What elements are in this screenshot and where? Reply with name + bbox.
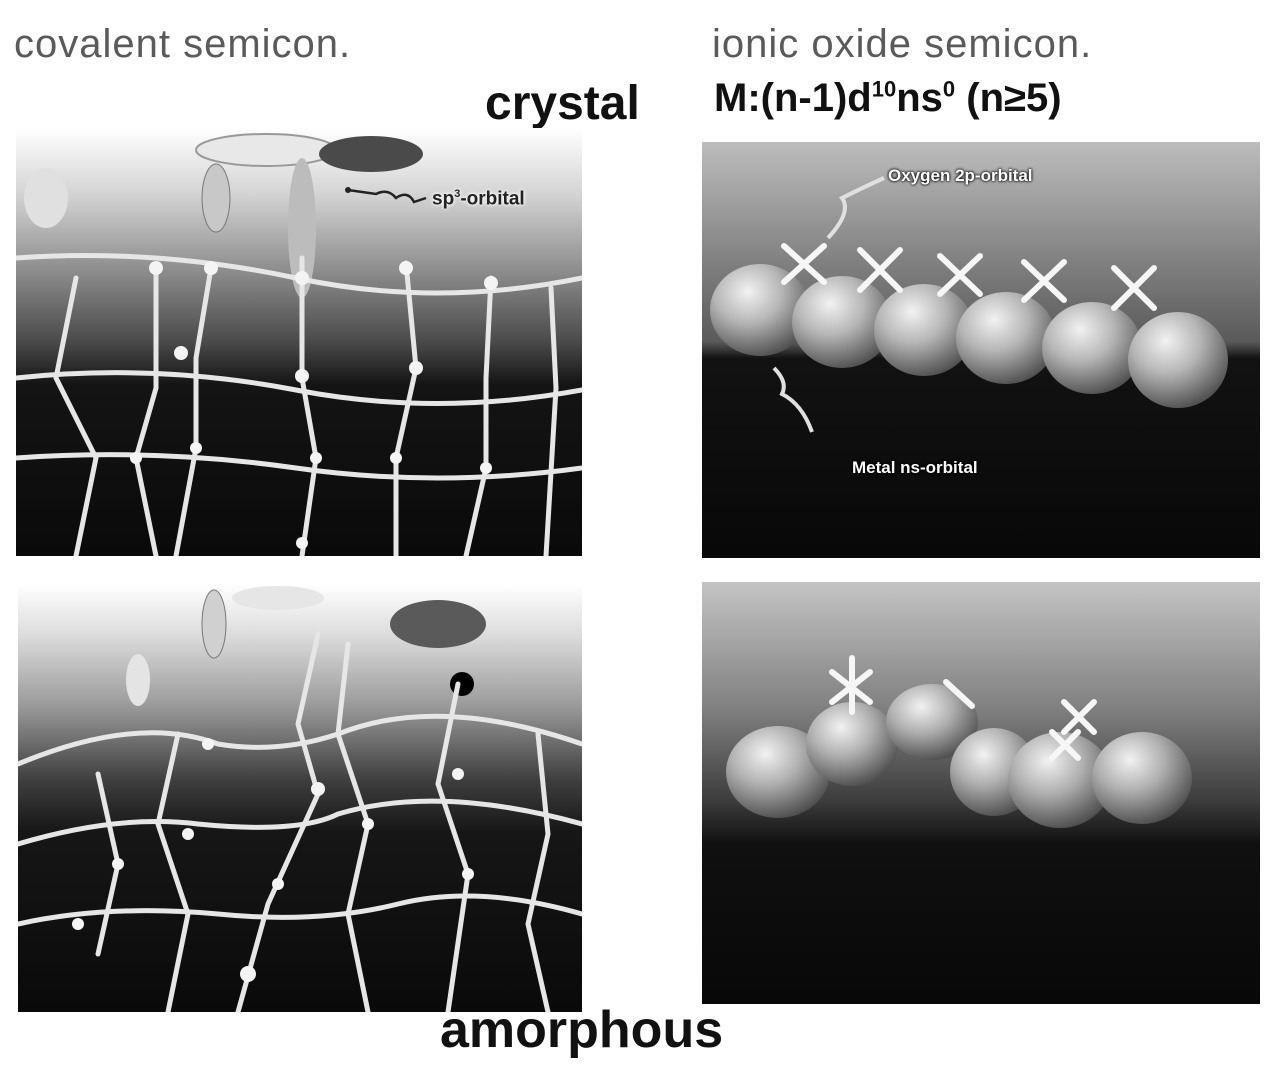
formula-sup-10: 10 bbox=[872, 77, 896, 102]
ionic-amorphous-panel bbox=[702, 582, 1260, 1004]
amorphous-title: amorphous bbox=[440, 1000, 723, 1060]
formula-mid: ns bbox=[896, 76, 943, 120]
covalent-amorphous-panel bbox=[18, 584, 582, 1012]
sp3-main: sp bbox=[432, 188, 454, 209]
sp3-suffix: -orbital bbox=[460, 188, 524, 209]
formula-sup-0: 0 bbox=[943, 77, 955, 102]
covalent-amorphous-image bbox=[18, 584, 582, 1012]
formula-prefix: M:(n-1)d bbox=[714, 76, 872, 120]
sp3-orbital-label: sp3-orbital bbox=[432, 188, 525, 210]
ionic-crystal-panel: Oxygen 2p-orbital Metal ns-orbital bbox=[702, 142, 1260, 558]
ionic-crystal-image bbox=[702, 142, 1260, 558]
covalent-crystal-panel: sp3-orbital bbox=[16, 128, 582, 556]
metal-configuration-formula: M:(n-1)d10ns0 (n≥5) bbox=[714, 76, 1062, 121]
ionic-amorphous-image bbox=[702, 582, 1260, 1004]
formula-suffix: (n≥5) bbox=[955, 76, 1061, 120]
crystal-title: crystal bbox=[485, 76, 640, 131]
ionic-oxide-semicon-title: ionic oxide semicon. bbox=[712, 22, 1092, 67]
oxygen-2p-orbital-label: Oxygen 2p-orbital bbox=[888, 166, 1033, 186]
metal-ns-orbital-label: Metal ns-orbital bbox=[852, 458, 978, 478]
covalent-semicon-title: covalent semicon. bbox=[14, 22, 351, 67]
